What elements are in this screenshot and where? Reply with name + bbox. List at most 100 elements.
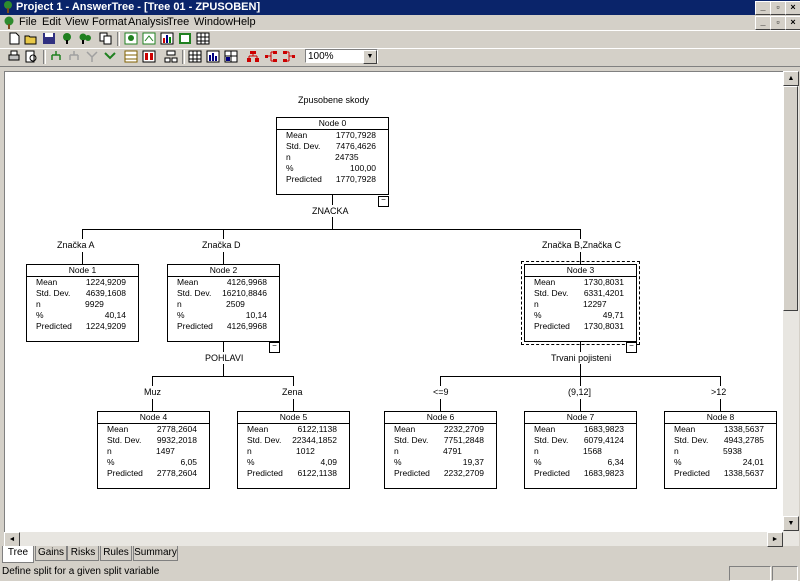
- graph-icon[interactable]: [160, 32, 174, 45]
- tree-left-icon[interactable]: [282, 50, 296, 63]
- tab-rules[interactable]: Rules: [100, 546, 132, 561]
- stat-value: 6,34: [607, 457, 624, 467]
- stat-label: %: [247, 457, 255, 467]
- tree-green-icon[interactable]: [60, 32, 74, 45]
- vertical-scrollbar[interactable]: ▲ ▼: [783, 71, 799, 546]
- grow-branch-icon[interactable]: [103, 50, 117, 63]
- node-graph-icon[interactable]: [142, 50, 156, 63]
- menu-analysis[interactable]: Analysis: [128, 16, 169, 28]
- tab-summary[interactable]: Summary: [133, 546, 178, 561]
- collapse-node-3-button[interactable]: −: [626, 342, 637, 353]
- table-chart-icon[interactable]: [224, 50, 238, 63]
- stat-label: %: [36, 310, 44, 320]
- table-green-icon[interactable]: [178, 32, 192, 45]
- menu-format[interactable]: Format: [92, 16, 127, 28]
- prune-icon[interactable]: [85, 50, 99, 63]
- split-icon[interactable]: [49, 50, 63, 63]
- save-icon[interactable]: [42, 32, 56, 45]
- copy-icon[interactable]: [99, 32, 113, 45]
- menu-window[interactable]: Window: [194, 16, 234, 28]
- stat-value: 2778,2604: [156, 424, 197, 434]
- doc-minimize-button[interactable]: _: [755, 16, 771, 30]
- stat-value: 1730,8031: [583, 277, 624, 287]
- tree-root-label: Zpusobene skody: [298, 95, 370, 105]
- status-panel: [772, 566, 798, 581]
- stat-label: n: [534, 446, 539, 456]
- stat-value: 6079,4124: [583, 435, 624, 445]
- tab-risks[interactable]: Risks: [67, 546, 99, 561]
- stat-value: 9932,2018: [156, 435, 197, 445]
- tree-map-red-icon[interactable]: [246, 50, 260, 63]
- stat-value: 1224,9209: [85, 277, 126, 287]
- tab-tree[interactable]: Tree: [2, 546, 34, 563]
- open-icon[interactable]: [24, 32, 38, 45]
- table-icon[interactable]: [188, 50, 202, 63]
- document-tree-icon[interactable]: [2, 16, 16, 29]
- print-icon[interactable]: [7, 50, 21, 63]
- close-button[interactable]: ×: [785, 1, 800, 15]
- minimize-button[interactable]: _: [755, 1, 771, 15]
- restore-button[interactable]: ▫: [770, 1, 786, 15]
- branch-label-node-1: Značka A: [57, 240, 95, 250]
- stat-value: 1224,9209: [85, 321, 126, 331]
- standard-toolbar: [0, 30, 800, 49]
- zoom-select[interactable]: 100%▼: [305, 49, 378, 64]
- new-icon[interactable]: [7, 32, 21, 45]
- scroll-up-icon[interactable]: ▲: [783, 71, 799, 86]
- doc-close-button[interactable]: ×: [785, 16, 800, 30]
- window-title: Project 1 - AnswerTree - [Tree 01 - ZPUS…: [16, 1, 261, 13]
- stat-value: 24,01: [742, 457, 764, 467]
- tree-right-icon[interactable]: [264, 50, 278, 63]
- tab-gains[interactable]: Gains: [35, 546, 67, 561]
- node-layout-icon[interactable]: [164, 50, 178, 63]
- stat-label: %: [107, 457, 115, 467]
- remove-split-icon[interactable]: [67, 50, 81, 63]
- menu-tree[interactable]: Tree: [167, 16, 190, 28]
- stat-label: Mean: [36, 277, 58, 287]
- scroll-right-icon[interactable]: ►: [767, 532, 783, 547]
- answertree-app-icon[interactable]: [2, 1, 14, 13]
- bar-chart-icon[interactable]: [206, 50, 220, 63]
- vertical-scroll-thumb[interactable]: [783, 86, 798, 311]
- split-var-root: ZNACKA: [312, 206, 349, 216]
- stat-value: 1568: [583, 446, 602, 456]
- scroll-down-icon[interactable]: ▼: [783, 516, 799, 531]
- horizontal-scrollbar[interactable]: ◄ ►: [4, 532, 783, 547]
- stat-label: Predicted: [286, 174, 322, 184]
- stat-value: 5938: [723, 446, 742, 456]
- doc-restore-button[interactable]: ▫: [770, 16, 786, 30]
- print-preview-icon[interactable]: [24, 50, 38, 63]
- scroll-left-icon[interactable]: ◄: [4, 532, 20, 547]
- tree-view-icon[interactable]: [124, 32, 138, 45]
- menu-view[interactable]: View: [65, 16, 89, 28]
- stat-label: Std. Dev.: [247, 435, 282, 445]
- tree-map-icon[interactable]: [142, 32, 156, 45]
- grid-icon[interactable]: [196, 32, 210, 45]
- grow-tree-icon[interactable]: [78, 32, 92, 45]
- menu-help[interactable]: Help: [233, 16, 256, 28]
- stat-label: n: [247, 446, 252, 456]
- node-title: Node 3: [525, 265, 636, 277]
- stat-label: Std. Dev.: [36, 288, 71, 298]
- branch-label-node-7: (9,12]: [568, 387, 592, 397]
- stat-value: 4639,1608: [85, 288, 126, 298]
- chevron-down-icon[interactable]: ▼: [363, 50, 377, 64]
- node-table-icon[interactable]: [124, 50, 138, 63]
- stat-value: 1770,7928: [335, 130, 376, 140]
- collapse-node-2-button[interactable]: −: [269, 342, 280, 353]
- collapse-node-0-button[interactable]: −: [378, 196, 389, 207]
- stat-value: 2232,2709: [443, 424, 484, 434]
- menu-edit[interactable]: Edit: [42, 16, 61, 28]
- menu-file[interactable]: File: [19, 16, 37, 28]
- stat-value: 7476,4626: [335, 141, 376, 151]
